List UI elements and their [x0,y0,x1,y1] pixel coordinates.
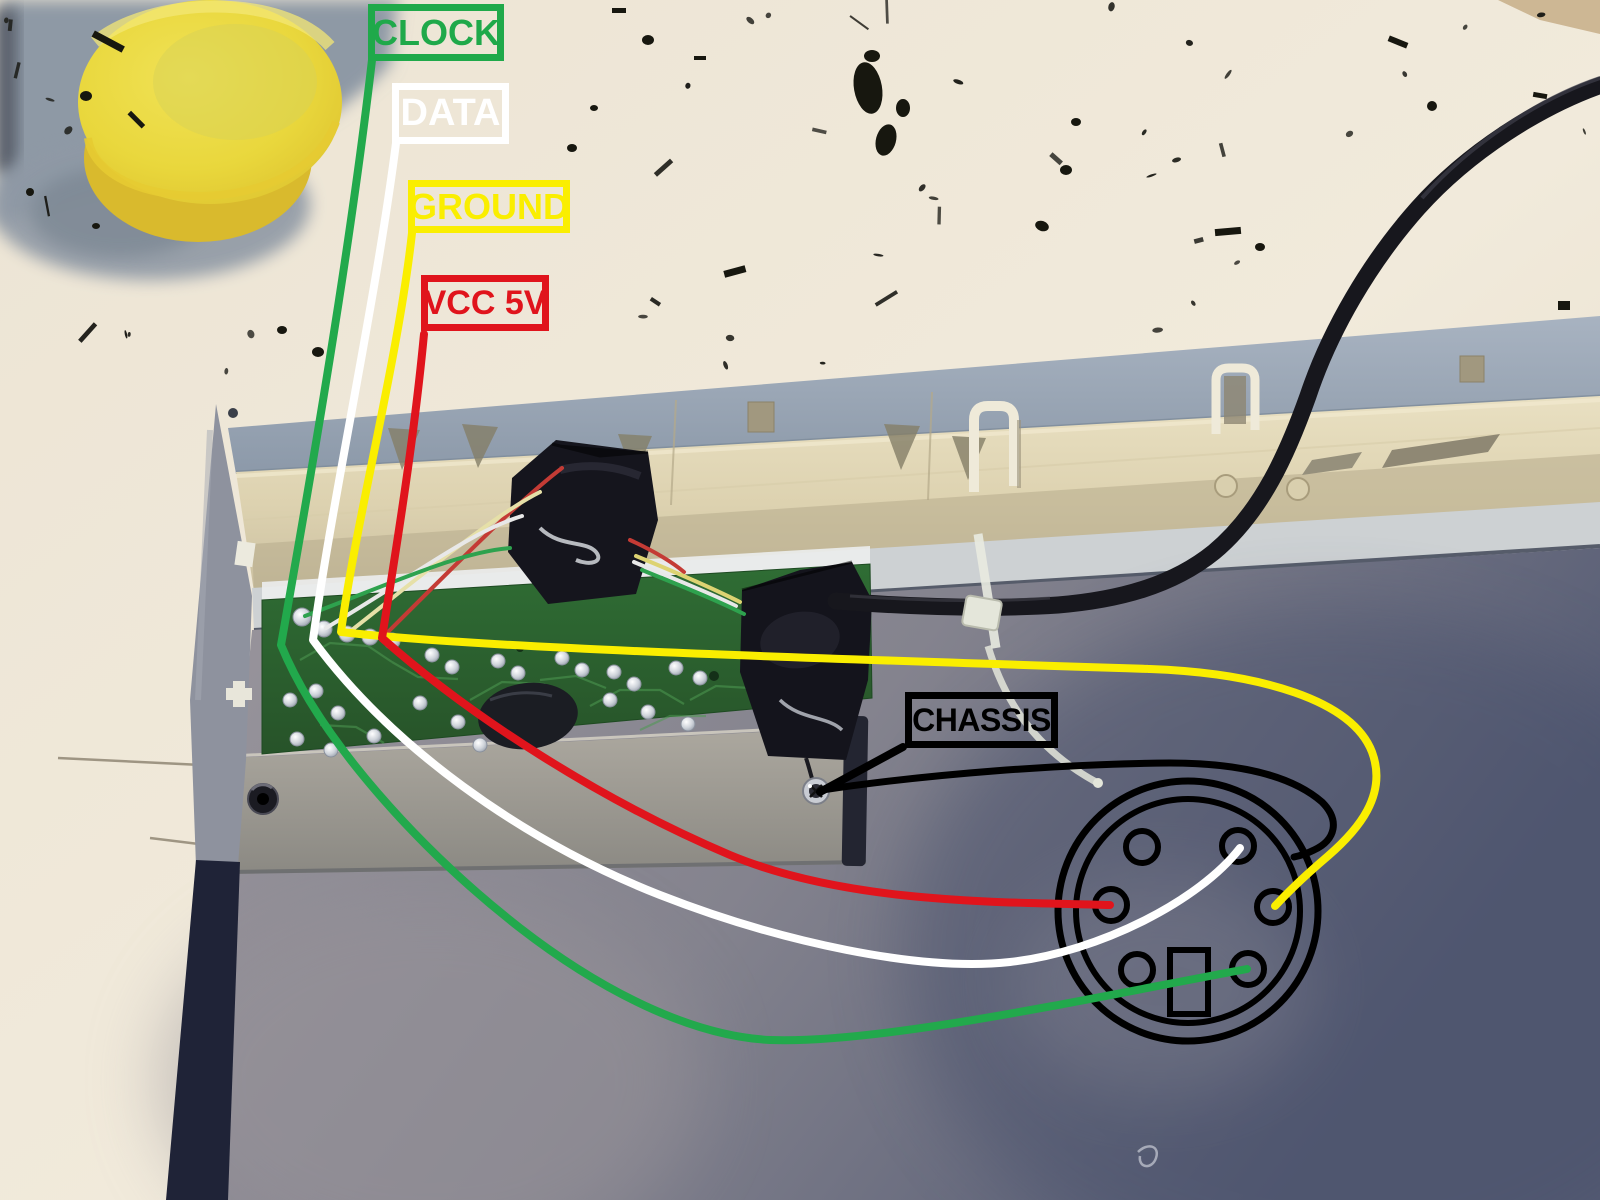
case-left-edge-dark [166,860,240,1200]
case-screw-hole [228,408,238,418]
tape-left [508,440,658,604]
white-clip [234,540,256,568]
chassis-leader-line [816,743,907,796]
connector-inner-ring [1073,796,1303,1026]
pin-top-right [1219,827,1257,865]
chassis-to-shell-line [818,759,1337,861]
desk-corner-object [1498,0,1600,34]
desk-edge-dark-sliver [0,8,16,173]
wire-vcc [378,330,1114,909]
wall-highlight [195,429,213,701]
label-ground: GROUND [408,180,570,233]
solder-glint [778,698,844,732]
label-data: DATA [392,83,509,144]
case-back-shadow-band [228,316,1600,474]
keyboard-cable [827,76,1600,616]
rail-peg [1286,477,1310,501]
wire-clock [277,56,1251,1045]
rail-top-highlight [235,398,1600,478]
wire-ground [337,229,1381,910]
white-cross-clip [226,681,252,707]
plate-slot [841,715,869,867]
connector-outer-ring [1054,777,1322,1045]
case-left-wall [190,404,252,866]
plate-light-area [160,890,700,1200]
pad-glint [489,691,553,702]
rail-mold-line [243,427,1600,521]
wiring-annotations [277,56,1381,1045]
plate-ledge [228,728,866,874]
wire-chassis [816,743,1337,861]
yellow-cap [0,0,342,280]
pcb-hole [709,671,719,681]
rail-peg [1214,474,1238,498]
label-vcc: VCC 5V [421,275,549,331]
cable-clip [1211,363,1260,434]
cable-clip [969,401,1019,492]
wire-data [309,139,1244,968]
pin-top-left [1123,828,1161,866]
solder-glint [538,526,601,565]
label-clock: CLOCK [368,4,504,61]
din-connector-diagram [1054,777,1322,1045]
ledge-screw [247,783,279,815]
plate-scuff-mark [1137,1145,1159,1168]
pin-middle-right [1254,888,1292,926]
label-chassis: CHASSIS [905,692,1058,748]
